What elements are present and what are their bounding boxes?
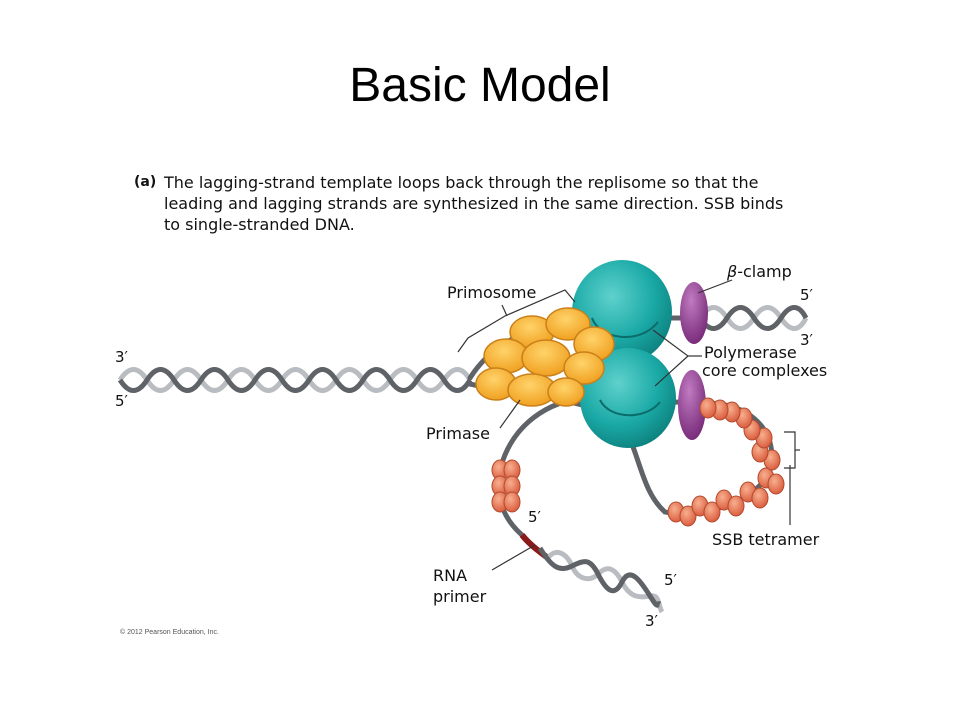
leading-strand-dark [697,305,809,331]
end-okazaki-5: 5′ [664,571,678,589]
ssb-bead [767,473,785,495]
slide-title: Basic Model [349,59,611,112]
ssb-tetramer-label: SSB tetramer [712,530,820,549]
ssb-bracket [784,431,796,469]
end-leading-bottom: 3′ [800,331,814,349]
end-parental-top: 3′ [115,348,129,366]
beta-clamp-bottom [678,370,706,440]
rna-primer-label-line1: RNA [433,566,467,585]
beta-clamp-text: -clamp [737,262,792,281]
ssb-bead [679,505,697,527]
polymerase-label-line1: Polymerase [704,343,797,362]
polymerase-core-bottom [580,348,676,448]
primosome-bracket [457,289,576,353]
ssb-bead [751,487,769,509]
end-leading-top: 5′ [800,286,814,304]
leading-strand-duplex [697,305,809,331]
ssb-bead [699,397,717,419]
copyright-notice: © 2012 Pearson Education, Inc. [120,629,219,636]
caption-tag: (a) [134,174,157,190]
ssb-bead [727,495,745,517]
ssb-tetramers [491,397,785,527]
polymerase-label-line2: core complexes [702,361,827,380]
primase-label: Primase [426,424,490,443]
okazaki-strand-dark [537,546,662,608]
figure-caption: (a) The lagging-strand template loops ba… [134,172,854,235]
rna-primer-label-line2: primer [433,587,487,606]
ssb-bead [503,491,521,513]
caption-line-3: to single-stranded DNA. [164,215,355,234]
caption-line-1: The lagging-strand template loops back t… [164,173,759,192]
end-okazaki-3: 3′ [645,612,659,630]
beta-clamp-label: β-clamp [726,262,792,281]
parental-strand-light [117,367,473,393]
parental-strand-dark [117,367,473,393]
end-parental-bottom: 5′ [115,392,129,410]
primosome-label: Primosome [447,283,536,302]
beta-clamp-top [680,282,708,344]
ssb-bead [703,501,721,523]
leader-lines [457,279,800,571]
caption-line-2: leading and lagging strands are synthesi… [164,194,784,213]
end-lagging-primer: 5′ [528,508,542,526]
parental-dna-helix [117,367,473,393]
primase-complex [475,307,615,407]
okazaki-duplex [519,533,665,614]
beta-symbol: β [726,262,737,281]
